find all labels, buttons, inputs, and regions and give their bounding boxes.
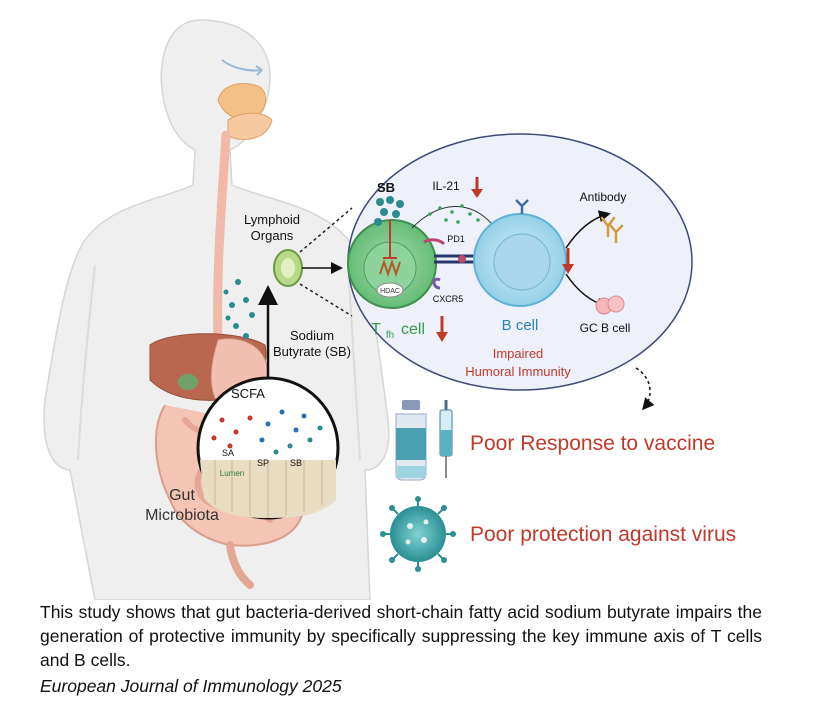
antibody-label: Antibody xyxy=(580,190,627,204)
pd1-label: PD1 xyxy=(447,234,465,244)
cxcr5-label: CXCR5 xyxy=(433,294,464,304)
sodium-butyrate-label-2: Butyrate (SB) xyxy=(273,344,351,359)
scfa-label: SCFA xyxy=(231,386,265,401)
lymphoid-organs-label-2: Organs xyxy=(251,228,294,243)
sb-lumen-label: SB xyxy=(290,458,302,468)
gallbladder xyxy=(178,374,198,390)
lumen-label: Lumen xyxy=(220,469,244,478)
zoom-panel: HDAC SB T fh cell IL-21 xyxy=(347,133,693,391)
poor-virus-protection-label: Poor protection against virus xyxy=(470,523,736,546)
figure-caption: This study shows that gut bacteria-deriv… xyxy=(40,602,762,670)
lymphoid-organs-label: Lymphoid xyxy=(244,212,300,227)
outcome-dashed-arrow xyxy=(635,367,655,411)
tfh-cell-word: cell xyxy=(401,321,425,338)
vaccine-vial-icon xyxy=(395,400,427,481)
antibody-icon xyxy=(600,216,624,244)
tfh-down-arrow xyxy=(436,316,448,342)
gc-b-cell-icon xyxy=(595,295,625,315)
gut-microbiota-label-2: Microbiota xyxy=(145,507,219,524)
impaired-label-2: Humoral Immunity xyxy=(465,364,571,379)
sodium-butyrate-label: Sodium xyxy=(290,328,334,343)
gut-microbiota-label: Gut xyxy=(169,487,195,504)
esophagus xyxy=(213,130,231,345)
virus-icon xyxy=(380,496,456,572)
il21-label: IL-21 xyxy=(432,179,460,193)
journal-citation: European Journal of Immunology 2025 xyxy=(40,676,342,696)
b-cell-label: B cell xyxy=(502,317,539,334)
sb-dots-left xyxy=(223,279,255,339)
output-down-arrow xyxy=(562,248,574,274)
tfh-subscript: fh xyxy=(386,330,394,341)
sa-label: SA xyxy=(222,448,234,458)
sb-label: SB xyxy=(377,180,395,195)
il21-down-arrow xyxy=(471,177,483,198)
oral-cavity xyxy=(217,59,273,140)
poor-vaccine-response-label: Poor Response to vaccine xyxy=(470,432,715,455)
sb-molecules xyxy=(374,196,404,226)
sp-label: SP xyxy=(257,458,269,468)
hdac-label: HDAC xyxy=(380,288,400,295)
gut-magnifier: SCFA SA SP SB Lumen xyxy=(196,376,340,520)
lymph-node-icon xyxy=(273,249,343,287)
impaired-label: Impaired xyxy=(493,346,544,361)
syringe-icon xyxy=(439,400,453,478)
butyrate-immunity-diagram: Lymphoid Organs Sodium Butyrate (SB) HDA… xyxy=(43,19,736,600)
tfh-cell-label: T xyxy=(371,321,381,338)
il21-dots xyxy=(428,204,480,224)
gc-b-cell-label: GC B cell xyxy=(580,321,631,335)
zoom-line-bottom xyxy=(299,283,353,317)
zoom-line-top xyxy=(299,207,353,253)
